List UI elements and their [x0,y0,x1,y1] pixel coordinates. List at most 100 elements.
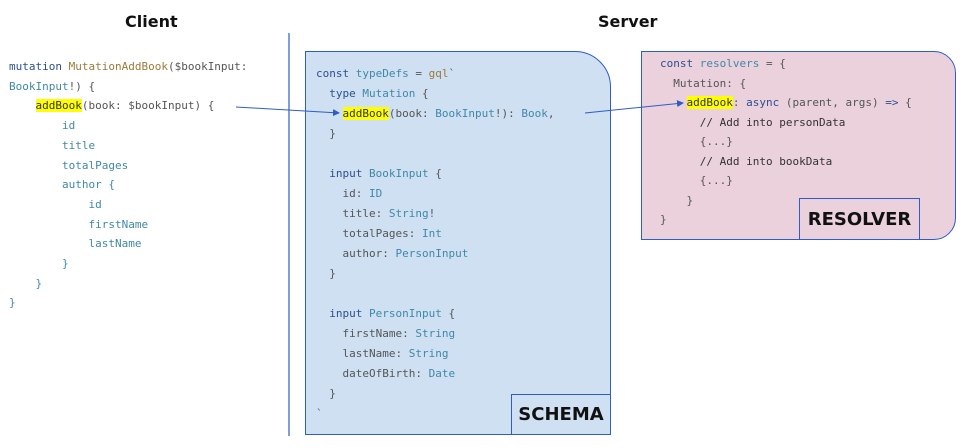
code-token: : [732,96,747,109]
code-token: String [388,207,429,220]
code-token: id [9,119,76,133]
code-token: input [316,307,369,320]
code-token: // Add into bookData [660,154,833,168]
code-token: String [415,327,456,340]
code-token: { [428,167,442,180]
client-code-line: } [9,254,69,274]
client-code-line: lastName [9,234,141,254]
schema-code-line: ` [316,404,323,424]
code-token: dateOfBirth: [316,367,429,380]
code-token: type [316,87,363,100]
code-token: BookInput [9,79,69,93]
code-token: lastName [9,237,142,251]
code-token: String [408,347,449,360]
schema-code-line: } [316,124,336,144]
schema-code-line: id: ID [316,184,382,204]
code-token: lastName: [316,347,409,360]
schema-code-line: author: PersonInput [316,244,468,264]
schema-code-line: const typeDefs = gql` [316,64,455,84]
code-token: typeDefs [355,67,409,80]
code-token: (book: [388,107,436,120]
code-token: = { [759,57,786,70]
client-query-code: mutation MutationAddBook($bookInput:Book… [9,57,289,317]
client-code-line: mutation MutationAddBook($bookInput: [9,57,247,77]
code-token: async [746,96,780,109]
client-code-line: firstName [9,215,148,235]
highlighted-field: addBook [686,96,733,109]
schema-code-line: firstName: String [316,324,455,344]
code-token: MutationAddBook [68,60,168,73]
resolver-code-line: {...} [660,171,733,191]
code-token: input [316,167,369,180]
code-token: } [9,296,16,310]
schema-code-line: type Mutation { [316,84,429,104]
code-token: } [316,387,336,400]
client-code-line: id [9,195,102,215]
code-token: resolvers [699,57,760,70]
code-token: id [9,197,102,211]
code-token: author { [9,178,115,192]
client-code-line: totalPages [9,156,128,176]
code-token: !): [494,107,522,120]
resolver-code-line: const resolvers = { [660,54,786,74]
code-token: const [660,57,700,70]
code-token: } [660,213,667,226]
schema-code-line: } [316,264,336,284]
client-code-line: title [9,136,95,156]
code-token: {...} [660,135,733,148]
code-token: = [408,67,429,80]
code-token: ` [448,67,456,80]
schema-to-resolver-arrow [584,100,684,114]
code-token: ` [316,407,323,420]
schema-code: const typeDefs = gql` type Mutation { ad… [316,64,606,434]
code-token: // Add into personData [660,115,846,129]
code-token: } [9,276,43,290]
resolver-code-line: Mutation: { [660,74,746,94]
server-header: Server [598,12,658,31]
code-token: firstName [9,217,149,231]
resolver-code-line: // Add into personData [660,113,846,133]
client-code-line: author { [9,175,115,195]
code-token: Book [521,107,548,120]
code-token: { [415,87,429,100]
code-token: Date [428,367,456,380]
client-code-line: BookInput!) { [9,77,95,97]
schema-label: SCHEMA [511,394,610,434]
schema-code-line: totalPages: Int [316,224,441,244]
code-token: const [316,67,356,80]
schema-code-line: dateOfBirth: Date [316,364,455,384]
schema-code-line: } [316,384,336,404]
code-token: title: [316,207,389,220]
resolver-code-line: } [660,210,667,230]
code-token: firstName: [316,327,416,340]
code-token: => [885,96,899,109]
code-token: id: [316,187,369,200]
code-token: PersonInput [395,247,469,260]
client-code-line: } [9,293,16,313]
code-token: } [316,267,336,280]
code-token: {...} [660,174,733,187]
code-token: totalPages: [316,227,422,240]
code-token: !) { [68,79,96,93]
schema-code-line: lastName: String [316,344,448,364]
code-token: author: [316,247,396,260]
resolver-code-line: {...} [660,132,733,152]
code-token: (parent, args) [779,96,886,109]
code-token: , [547,107,555,120]
code-token: totalPages [9,158,129,172]
resolver-code: const resolvers = { Mutation: { addBook:… [660,54,955,239]
resolver-label: RESOLVER [799,198,920,239]
code-token: (book: $bookInput) { [81,99,215,113]
client-code-line: } [9,274,42,294]
highlighted-field: addBook [342,107,389,120]
schema-code-line: title: String! [316,204,435,224]
schema-panel: const typeDefs = gql` type Mutation { ad… [305,51,611,435]
code-token: PersonInput [368,307,442,320]
code-token: } [9,257,69,270]
client-code-line: addBook(book: $bookInput) { [9,96,214,116]
client-to-schema-arrow [235,106,340,117]
resolver-code-line: } [660,191,693,211]
code-token: Mutation: { [660,76,747,90]
resolver-code-line: addBook: async (parent, args) => { [660,93,912,113]
